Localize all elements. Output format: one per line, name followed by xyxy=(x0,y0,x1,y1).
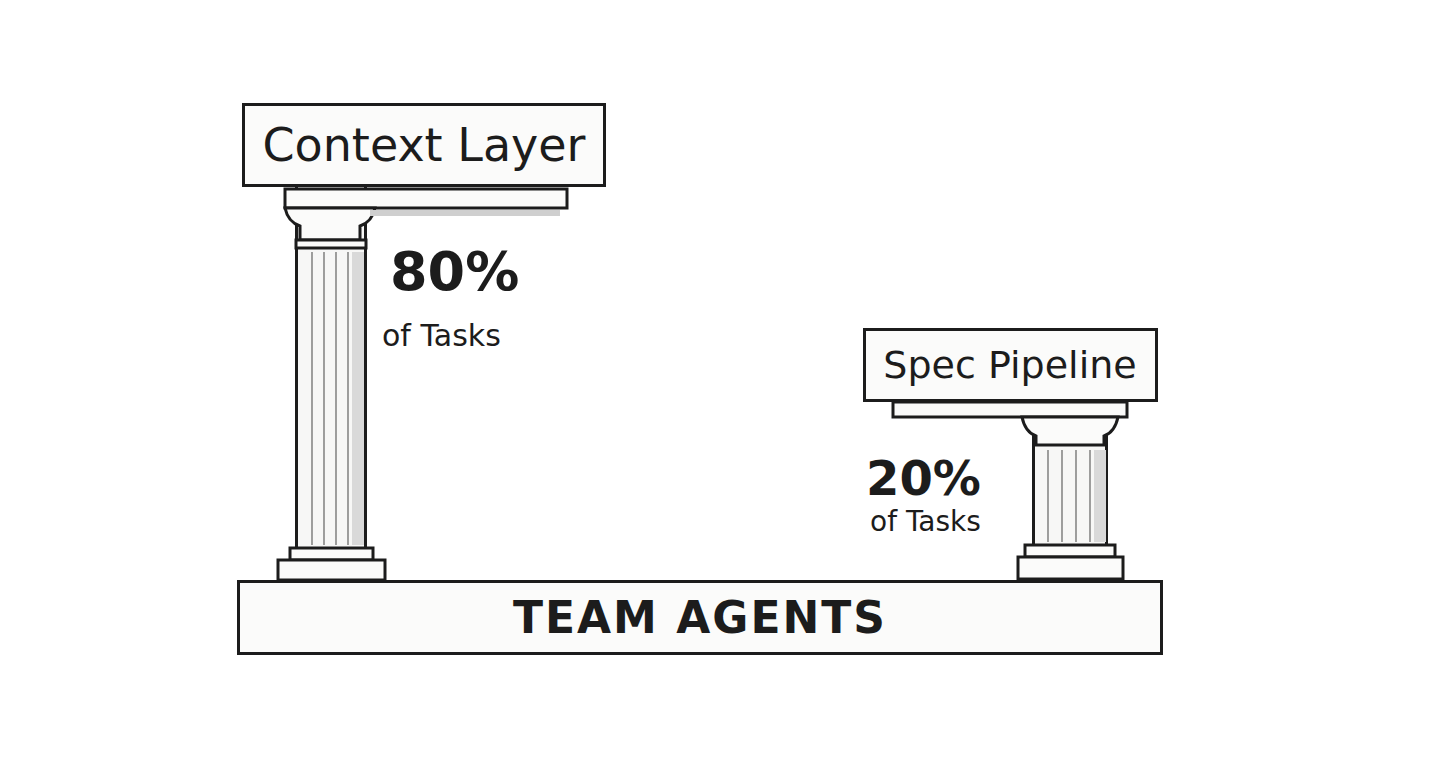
node-text: Context Layer xyxy=(262,118,585,172)
abacus-slab xyxy=(285,189,567,208)
node-text: TEAM AGENTS xyxy=(513,592,887,643)
share-caption: of Tasks xyxy=(870,505,981,538)
percentage-label: 80% xyxy=(390,240,519,303)
share-caption: of Tasks xyxy=(382,318,501,353)
percentage-label: 20% xyxy=(866,450,981,506)
capital-echinus xyxy=(1022,417,1118,445)
node-text: Spec Pipeline xyxy=(883,343,1136,387)
column-torus xyxy=(1025,545,1115,557)
column-plinth xyxy=(278,560,385,580)
base-slab: TEAM AGENTS xyxy=(237,580,1163,655)
column-plinth xyxy=(1018,557,1123,579)
abacus-slab xyxy=(893,402,1127,417)
left-column-details xyxy=(278,189,567,580)
column-torus xyxy=(290,548,373,560)
capital-echinus xyxy=(285,208,375,240)
neck-ring xyxy=(296,240,366,248)
shaft-outline xyxy=(295,187,367,580)
capital-label-box: Spec Pipeline xyxy=(863,328,1158,402)
capital-label-box: Context Layer xyxy=(242,103,606,187)
